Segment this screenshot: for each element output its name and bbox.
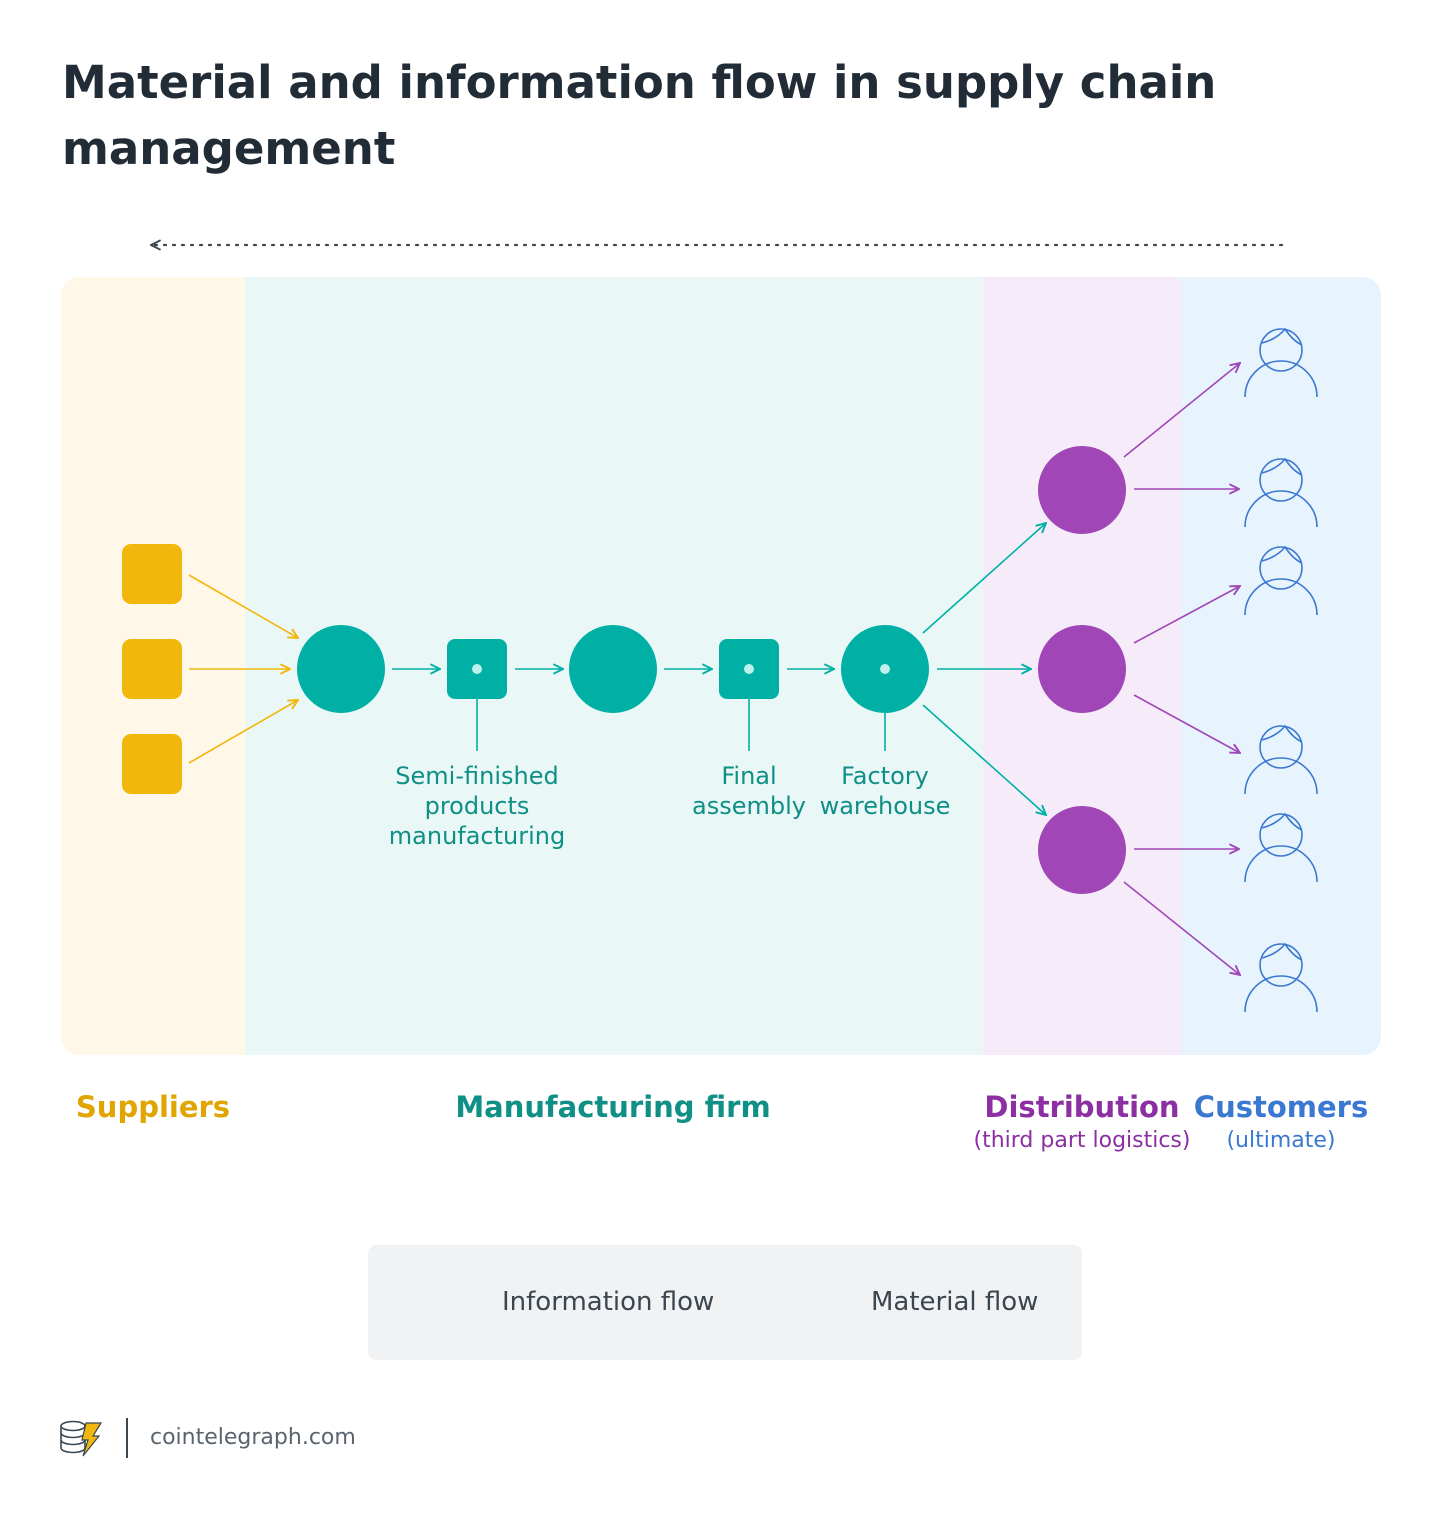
manufacturing-label: Manufacturing firm — [455, 1090, 771, 1124]
legend-information-label: Information flow — [502, 1287, 715, 1317]
material-flow-arrow — [1123, 363, 1240, 458]
customer-icon — [1244, 457, 1318, 528]
factory-warehouse-label: Factory warehouse — [819, 762, 951, 820]
distribution-node — [1038, 625, 1126, 713]
material-flow-arrow — [1133, 586, 1240, 644]
material-flow-arrow — [922, 704, 1046, 815]
customer-icon — [1244, 327, 1318, 398]
material-flow-arrow — [922, 523, 1046, 634]
footer-site: cointelegraph.com — [150, 1425, 356, 1450]
final-assembly-label: Final assembly — [692, 762, 806, 820]
legend: Information flow Material flow — [368, 1245, 1082, 1360]
distribution-sublabel: (third part logistics) — [973, 1128, 1191, 1153]
processing-node — [569, 625, 657, 713]
final-assembly-dot — [744, 664, 754, 674]
factory-warehouse-dot — [880, 664, 890, 674]
raw-material-node — [297, 625, 385, 713]
distribution-node — [1038, 446, 1126, 534]
supplier-node — [122, 639, 182, 699]
customers-sublabel: (ultimate) — [1226, 1128, 1336, 1153]
customers-band — [1181, 277, 1381, 1055]
material-flow-arrow — [1133, 694, 1240, 753]
distribution-node — [1038, 806, 1126, 894]
suppliers-label: Suppliers — [75, 1090, 231, 1124]
supplier-node — [122, 544, 182, 604]
cointelegraph-logo-icon — [60, 1420, 103, 1457]
customers-label: Customers — [1193, 1090, 1369, 1124]
semi-finished-label: Semi-finished products manufacturing — [388, 762, 566, 850]
material-flow-arrow — [188, 574, 298, 638]
legend-material-label: Material flow — [871, 1287, 1039, 1317]
distribution-label: Distribution — [984, 1090, 1180, 1124]
page-title: Material and information flow in supply … — [62, 56, 1217, 175]
customer-icon — [1244, 724, 1318, 795]
customer-icon — [1244, 942, 1318, 1013]
customer-icon — [1244, 545, 1318, 616]
customer-icon — [1244, 812, 1318, 883]
material-flow-arrow — [1123, 881, 1240, 975]
supplier-node — [122, 734, 182, 794]
semi-finished-dot — [472, 664, 482, 674]
material-flow-arrow — [188, 700, 298, 764]
